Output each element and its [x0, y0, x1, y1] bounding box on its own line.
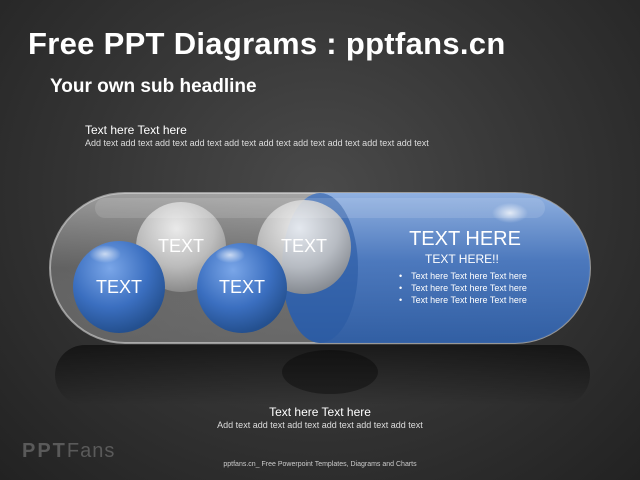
- capsule-right-subheading: TEXT HERE!!: [425, 252, 499, 266]
- bullet-item: Text here Text here Text here: [399, 270, 527, 282]
- top-text-heading: Text here Text here: [85, 123, 187, 137]
- capsule-right-heading: TEXT HERE: [409, 228, 521, 250]
- bullet-item: Text here Text here Text here: [399, 282, 527, 294]
- bullet-item: Text here Text here Text here: [399, 294, 527, 306]
- bubble-label-blue-1: TEXT: [95, 277, 142, 297]
- bubble-blue-2: [197, 243, 287, 333]
- bottom-text-heading: Text here Text here: [269, 405, 371, 419]
- bottom-text-body: Add text add text add text add text add …: [217, 420, 423, 430]
- bubble-label-blue-2: TEXT: [218, 277, 265, 297]
- logo-fans: Fans: [66, 440, 116, 462]
- bubble-blue-1: [73, 241, 165, 333]
- slide-subtitle: Your own sub headline: [50, 76, 257, 97]
- footer-text: pptfans.cn_ Free Powerpoint Templates, D…: [223, 461, 417, 468]
- slide-title: Free PPT Diagrams : pptfans.cn: [28, 26, 506, 61]
- top-text-body: Add text add text add text add text add …: [85, 138, 429, 148]
- bubble-label-grey-2: TEXT: [280, 236, 327, 256]
- capsule-reflection: [55, 345, 590, 405]
- capsule-bullet-list: Text here Text here Text here Text here …: [399, 270, 527, 306]
- bubble-label-grey-1: TEXT: [157, 236, 204, 256]
- pptfans-logo: PPTFans: [22, 440, 115, 463]
- logo-ppt: PPT: [22, 440, 67, 462]
